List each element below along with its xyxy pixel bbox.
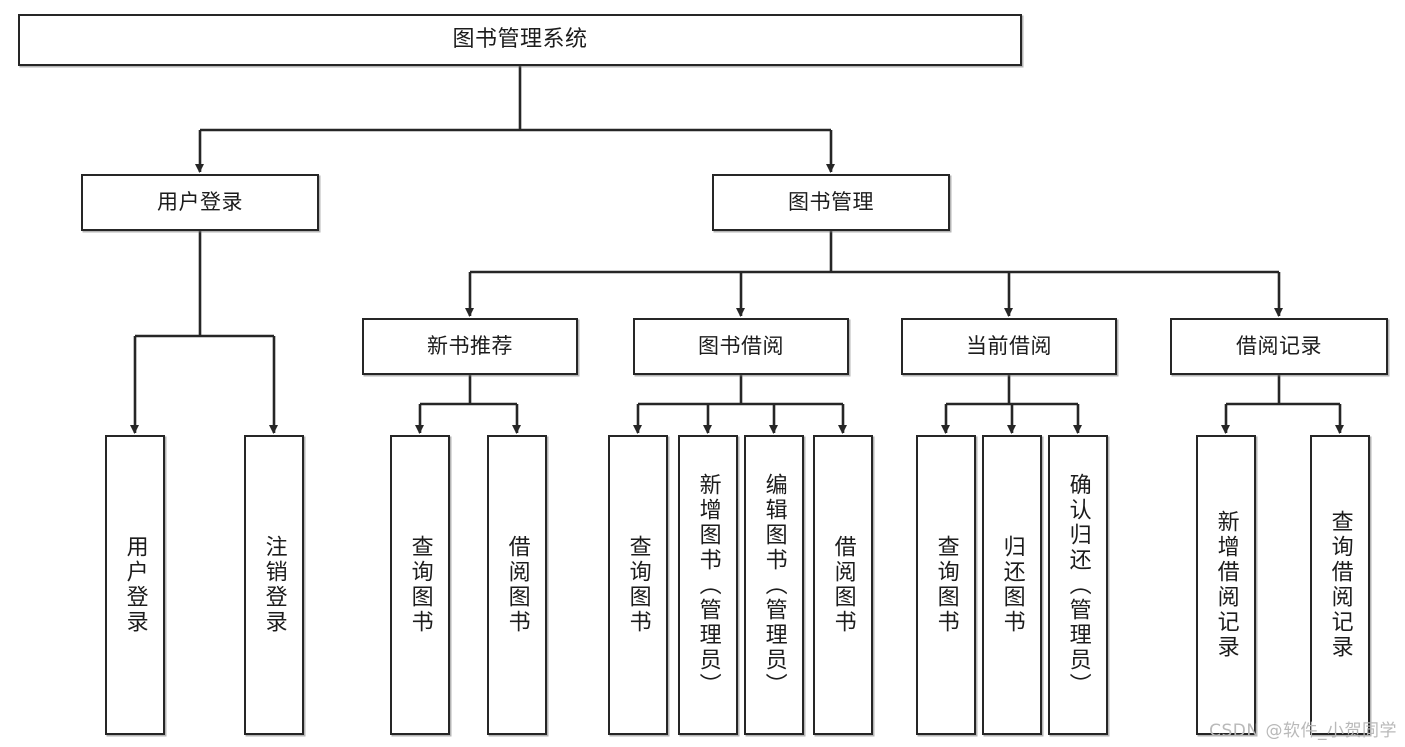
node-leaf-borrow-book-2[interactable]: 借阅图书 xyxy=(813,435,873,735)
node-label: 新增借阅记录 xyxy=(1213,510,1239,660)
node-label: 图书管理 xyxy=(788,190,874,215)
node-label: 查询图书 xyxy=(625,535,651,635)
node-leaf-edit-book[interactable]: 编辑图书（管理员） xyxy=(744,435,804,735)
watermark: CSDN @软件_小贺同学 xyxy=(1209,721,1397,741)
node-leaf-borrow-book-1[interactable]: 借阅图书 xyxy=(487,435,547,735)
node-book-manage[interactable]: 图书管理 xyxy=(712,174,950,231)
node-label: 查询图书 xyxy=(407,535,433,635)
node-leaf-query-record[interactable]: 查询借阅记录 xyxy=(1310,435,1370,735)
node-new-book-rec[interactable]: 新书推荐 xyxy=(362,318,578,375)
node-label: 新书推荐 xyxy=(427,334,513,359)
node-leaf-logout[interactable]: 注销登录 xyxy=(244,435,304,735)
node-label: 图书借阅 xyxy=(698,334,784,359)
node-leaf-return-book[interactable]: 归还图书 xyxy=(982,435,1042,735)
node-leaf-add-record[interactable]: 新增借阅记录 xyxy=(1196,435,1256,735)
node-label: 当前借阅 xyxy=(966,334,1052,359)
node-label: 用户登录 xyxy=(122,535,148,635)
node-label: 归还图书 xyxy=(999,535,1025,635)
node-label: 新增图书（管理员） xyxy=(695,472,721,698)
node-label: 用户登录 xyxy=(157,190,243,215)
node-leaf-query-book-1[interactable]: 查询图书 xyxy=(390,435,450,735)
node-book-borrow[interactable]: 图书借阅 xyxy=(633,318,849,375)
node-current-borrow[interactable]: 当前借阅 xyxy=(901,318,1117,375)
node-label: 查询借阅记录 xyxy=(1327,510,1353,660)
node-label: 注销登录 xyxy=(261,535,287,635)
node-label: 查询图书 xyxy=(933,535,959,635)
node-leaf-query-book-2[interactable]: 查询图书 xyxy=(608,435,668,735)
node-label: 借阅图书 xyxy=(504,535,530,635)
node-label: 借阅图书 xyxy=(830,535,856,635)
node-root[interactable]: 图书管理系统 xyxy=(18,14,1022,66)
node-label: 图书管理系统 xyxy=(452,27,588,53)
node-leaf-add-book[interactable]: 新增图书（管理员） xyxy=(678,435,738,735)
node-leaf-query-book-3[interactable]: 查询图书 xyxy=(916,435,976,735)
node-user-login[interactable]: 用户登录 xyxy=(81,174,319,231)
node-label: 借阅记录 xyxy=(1236,334,1322,359)
node-leaf-confirm-return[interactable]: 确认归还（管理员） xyxy=(1048,435,1108,735)
node-leaf-user-login[interactable]: 用户登录 xyxy=(105,435,165,735)
node-borrow-record[interactable]: 借阅记录 xyxy=(1170,318,1388,375)
node-label: 确认归还（管理员） xyxy=(1065,472,1091,698)
node-label: 编辑图书（管理员） xyxy=(761,472,787,698)
